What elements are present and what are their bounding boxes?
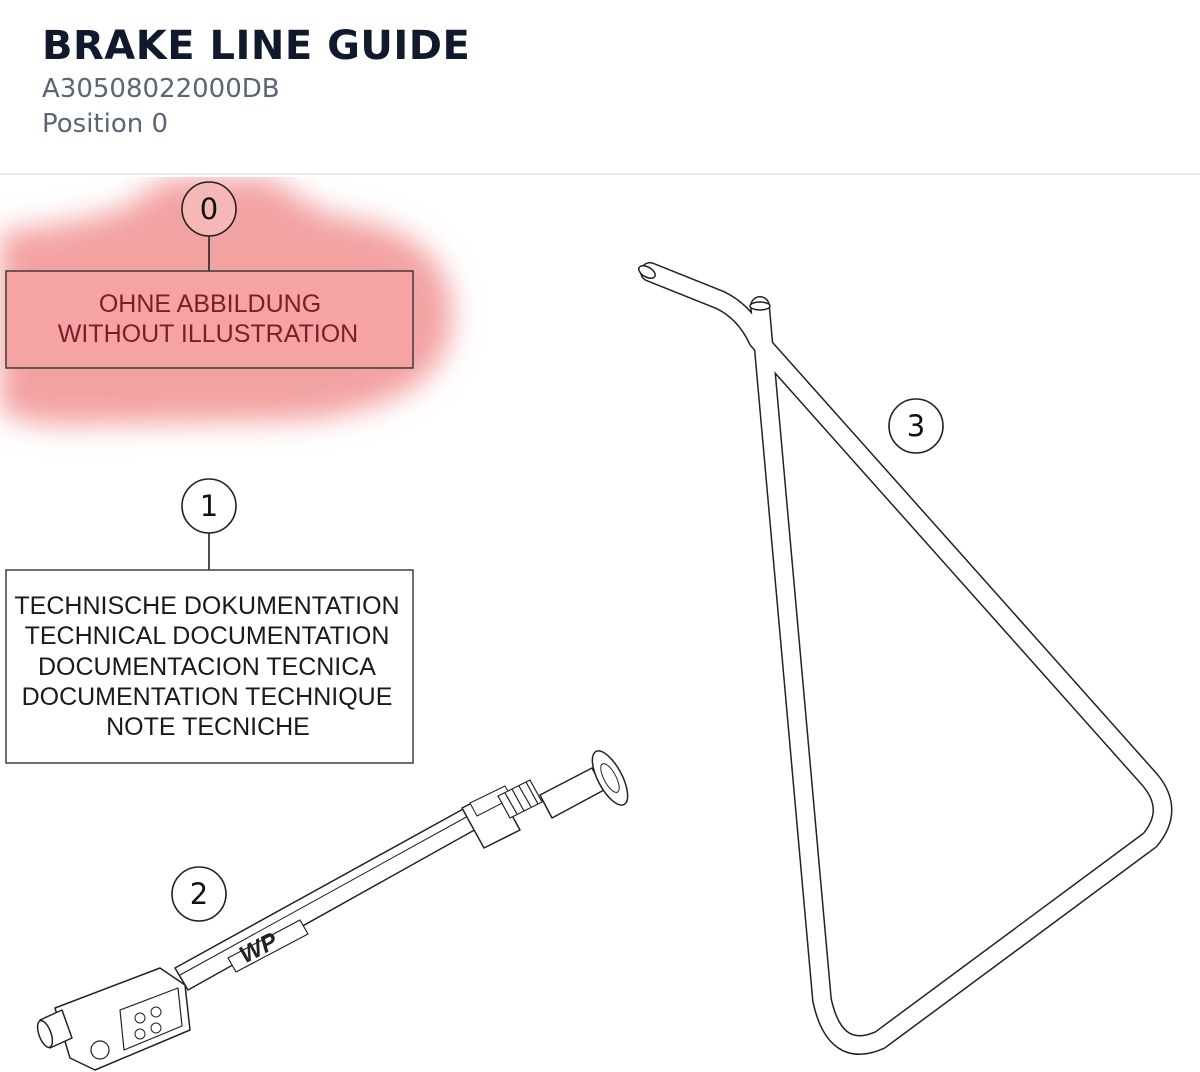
page-title: BRAKE LINE GUIDE bbox=[42, 23, 471, 69]
callout-1-line-de: TECHNISCHE DOKUMENTATION bbox=[14, 592, 399, 620]
exploded-diagram: 0 OHNE ABBILDUNG WITHOUT ILLUSTRATION 1 … bbox=[0, 178, 1173, 1071]
part-3-brake-line-guide[interactable] bbox=[637, 262, 1173, 1055]
callout-3-number: 3 bbox=[907, 409, 925, 443]
callout-1-line-en: TECHNICAL DOCUMENTATION bbox=[25, 622, 390, 650]
callout-0[interactable]: 0 OHNE ABBILDUNG WITHOUT ILLUSTRATION bbox=[5, 181, 414, 369]
callout-1-line-es: DOCUMENTACION TECNICA bbox=[38, 653, 376, 681]
callout-1[interactable]: 1 TECHNISCHE DOKUMENTATION TECHNICAL DOC… bbox=[5, 478, 414, 764]
position-label: Position 0 bbox=[42, 109, 169, 139]
page-header: BRAKE LINE GUIDE A30508022000DB Position… bbox=[0, 0, 1200, 175]
part-number: A30508022000DB bbox=[42, 74, 280, 104]
callout-1-line-fr: DOCUMENTATION TECHNIQUE bbox=[22, 683, 393, 711]
callout-0-number: 0 bbox=[200, 192, 218, 226]
part-2-tool[interactable]: WP bbox=[35, 746, 635, 1071]
callout-2[interactable]: 2 bbox=[171, 866, 227, 922]
callout-0-line-en: WITHOUT ILLUSTRATION bbox=[58, 320, 358, 348]
callout-1-line-it: NOTE TECNICHE bbox=[106, 713, 310, 741]
callout-0-line-de: OHNE ABBILDUNG bbox=[99, 290, 321, 318]
callout-3[interactable]: 3 bbox=[888, 398, 944, 454]
callout-2-number: 2 bbox=[190, 877, 208, 911]
callout-1-number: 1 bbox=[200, 489, 218, 523]
